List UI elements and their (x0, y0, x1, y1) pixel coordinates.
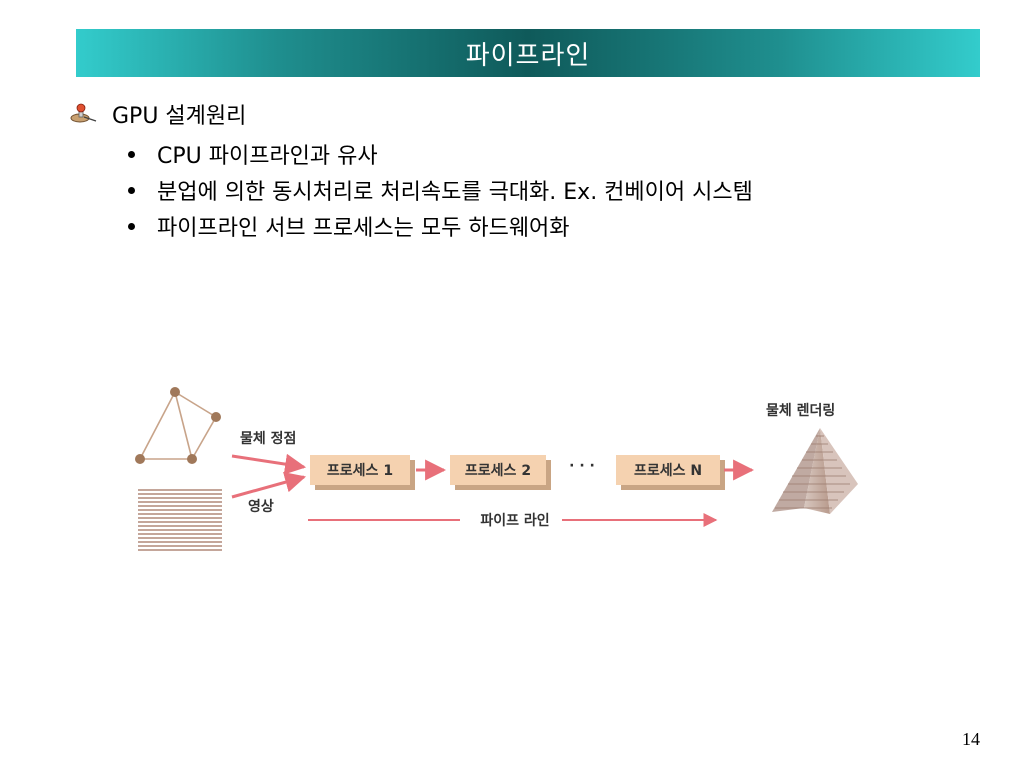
process-box: 프로세스 N (616, 455, 725, 490)
process-box: 프로세스 2 (450, 455, 551, 490)
pyramid-icon (772, 428, 858, 514)
pushpin-icon (70, 103, 97, 123)
process-box: 프로세스 1 (310, 455, 415, 490)
sub-bullet: 파이프라인 서브 프로세스는 모두 하드웨어화 (120, 208, 753, 244)
slide-title: 파이프라인 (465, 40, 591, 71)
bullet-dot-icon (128, 222, 135, 230)
vertex-input-arrow (231, 453, 307, 475)
main-bullet-text: GPU 설계원리 (112, 104, 247, 129)
bullet-dot-icon (128, 186, 135, 194)
image-label: 영상 (248, 498, 274, 515)
process-label: 프로세스 N (634, 463, 702, 479)
sub-bullet-list: CPU 파이프라인과 유사 분업에 의한 동시처리로 처리속도를 극대화. Ex… (120, 136, 753, 244)
sub-bullet-text: 파이프라인 서브 프로세스는 모두 하드웨어화 (157, 216, 570, 241)
image-stripes-icon (138, 488, 222, 551)
pipeline-diagram: 물체 정점 영상 물체 렌더링 프로세스 1 프로세스 2 · · · 프로세스… (135, 387, 858, 551)
process-label: 프로세스 2 (465, 463, 531, 479)
vertex-label: 물체 정점 (240, 430, 296, 447)
pipeline-label: 파이프 라인 (480, 512, 549, 529)
main-bullet: GPU 설계원리 (70, 98, 246, 130)
title-bar: 파이프라인 (76, 29, 980, 77)
process-label: 프로세스 1 (327, 463, 393, 479)
sub-bullet: CPU 파이프라인과 유사 (120, 136, 753, 172)
vertex-mesh-icon (135, 387, 221, 464)
sub-bullet: 분업에 의한 동시처리로 처리속도를 극대화. Ex. 컨베이어 시스템 (120, 172, 753, 208)
page-number: 14 (962, 729, 980, 749)
sub-bullet-text: CPU 파이프라인과 유사 (157, 144, 378, 169)
image-input-arrow (231, 471, 307, 499)
output-label: 물체 렌더링 (766, 402, 835, 419)
ellipsis-text: · · · (569, 458, 595, 474)
bullet-dot-icon (128, 150, 135, 158)
sub-bullet-text: 분업에 의한 동시처리로 처리속도를 극대화. Ex. 컨베이어 시스템 (157, 180, 753, 205)
